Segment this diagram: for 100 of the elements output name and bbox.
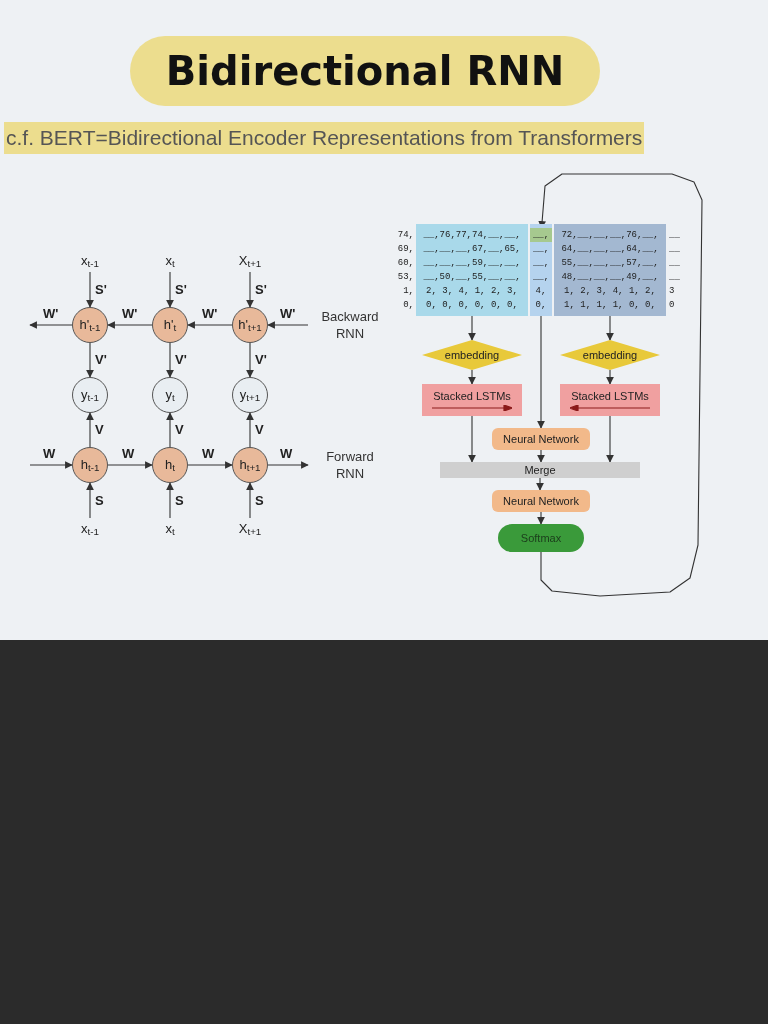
table-row-text: 0, — [535, 299, 547, 312]
rnn-direction-label: Backward RNN — [320, 308, 380, 342]
arrow — [536, 477, 544, 491]
edge-label: V — [94, 422, 105, 437]
arrow — [606, 415, 614, 463]
table-row-text: __, — [532, 243, 550, 256]
edge-label: W' — [279, 306, 297, 321]
arrow — [267, 461, 309, 469]
edge-label: W — [121, 446, 136, 461]
embedding-diamond — [560, 340, 660, 370]
arrow — [246, 412, 254, 448]
edge-label: W — [42, 446, 57, 461]
table-row-text: 48,__,__,__,49,__, — [561, 271, 659, 284]
node-label: h'$_{t-1}$ — [79, 318, 101, 332]
edge-label: W' — [201, 306, 219, 321]
edge-label: W' — [121, 306, 139, 321]
lstm-box — [560, 384, 660, 416]
arrow — [86, 482, 94, 519]
node-label: x$_{t-1}$ — [81, 254, 99, 268]
node-label: embedding — [444, 348, 500, 362]
table-row-text: 0, — [403, 299, 415, 312]
node-label: y$_{t-1}$ — [81, 388, 99, 402]
neural-network-box — [492, 490, 590, 512]
title: Bidirectional RNN — [130, 36, 600, 106]
arrow — [166, 342, 174, 378]
table-row-text: __,__,__,67,__,65, — [423, 243, 521, 256]
node-label: h$_{t+1}$ — [239, 458, 261, 472]
arrow — [187, 321, 233, 329]
node-label: h$_{t}$ — [165, 458, 175, 472]
node-label: X$_{t+1}$ — [238, 254, 262, 268]
neural-network-box — [492, 428, 590, 450]
node-label: y$_{t+1}$ — [239, 388, 261, 402]
node-label: h'$_{t}$ — [163, 318, 177, 332]
edge-label: V — [174, 422, 185, 437]
rnn-direction-label: Forward RNN — [325, 448, 375, 482]
node-label: Neural Network — [503, 494, 579, 508]
table-row-text: 53, — [397, 271, 415, 284]
embedding-diamond — [422, 340, 522, 370]
arrow — [86, 271, 94, 308]
table-row-text: 60, — [397, 257, 415, 270]
node-label: Stacked LSTMs — [571, 389, 649, 403]
table-row-text: 3 — [668, 285, 675, 298]
edge-label: W — [201, 446, 216, 461]
arrow — [606, 315, 614, 341]
edge-label: V' — [254, 352, 268, 367]
table-row-text: 1, — [403, 285, 415, 298]
edge-label: W' — [42, 306, 60, 321]
arrow — [86, 342, 94, 378]
node-label: embedding — [582, 348, 638, 362]
arrow — [187, 461, 233, 469]
table-row-text: 1, 2, 3, 4, 1, 2, — [564, 285, 656, 298]
table-row-text: __ — [668, 257, 680, 270]
arrow — [606, 369, 614, 385]
table-row-text: 64,__,__,__,64,__, — [561, 243, 659, 256]
table-row-text: __ — [668, 271, 680, 284]
table-row-text: 0 — [668, 299, 675, 312]
node-label: X$_{t+1}$ — [238, 522, 262, 536]
edge-label: W — [279, 446, 294, 461]
table-row-text: __ — [668, 229, 680, 242]
arrow — [246, 271, 254, 308]
table-row-text: 72,__,__,__,76,__, — [561, 229, 659, 242]
arrow — [537, 511, 545, 525]
table-row-text: __, — [532, 257, 550, 270]
arrow — [29, 461, 73, 469]
edge-label: V' — [174, 352, 188, 367]
merge-bar — [440, 462, 640, 478]
node-label: Merge — [524, 463, 556, 477]
edge-label: V' — [94, 352, 108, 367]
arrow — [107, 321, 153, 329]
node-label: h$_{t-1}$ — [80, 458, 100, 472]
node-label: Softmax — [520, 531, 562, 545]
table-row-text: 55,__,__,__,57,__, — [561, 257, 659, 270]
arrow — [468, 415, 476, 463]
arrow — [166, 271, 174, 308]
arrow — [537, 449, 545, 463]
table-row-text: 2, 3, 4, 1, 2, 3, — [426, 285, 518, 298]
table-row-text: 0, 0, 0, 0, 0, 0, — [426, 299, 518, 312]
node-label: Stacked LSTMs — [433, 389, 511, 403]
arrow — [166, 482, 174, 519]
lstm-box — [422, 384, 522, 416]
arrow — [86, 412, 94, 448]
arrow — [107, 461, 153, 469]
arrow — [166, 412, 174, 448]
table-row-text: __ — [668, 243, 680, 256]
table-row-text: __,__,__,59,__,__, — [423, 257, 521, 270]
table-row-text: 74, — [397, 229, 415, 242]
subtitle: c.f. BERT=Bidirectional Encoder Representations from Transformers — [4, 122, 645, 154]
node-label: y$_{t}$ — [165, 388, 175, 402]
node-label: x$_{t}$ — [165, 522, 175, 536]
node-label: Neural Network — [503, 432, 579, 446]
arrow — [246, 482, 254, 519]
table-row-text: __, — [532, 271, 550, 284]
arrow — [537, 315, 545, 429]
arrow — [246, 342, 254, 378]
table-row-text: 1, 1, 1, 1, 0, 0, — [564, 299, 656, 312]
arrow — [468, 369, 476, 385]
node-label: h'$_{t+1}$ — [238, 318, 262, 332]
data-table-column — [530, 224, 552, 316]
arrow — [29, 321, 73, 329]
table-row-text: __,76,77,74,__,__, — [423, 229, 521, 242]
